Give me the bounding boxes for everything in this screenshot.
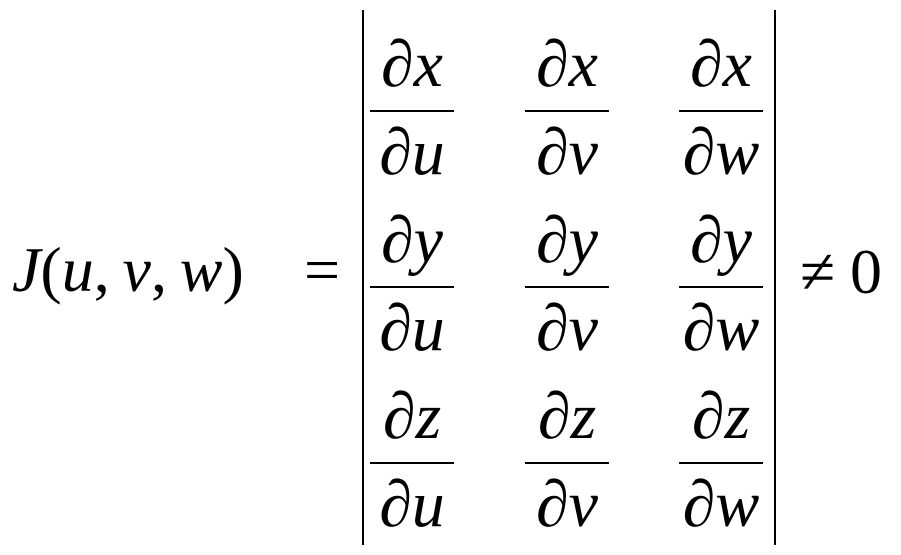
fraction-numerator: ∂x: [381, 28, 443, 101]
equals-sign: =: [304, 234, 341, 305]
fraction-denominator: ∂v: [536, 116, 598, 189]
partial-derivative-fraction: ∂z ∂u: [370, 362, 454, 538]
variable-w: w: [179, 234, 223, 305]
fraction-denominator: ∂u: [379, 116, 445, 189]
fraction-denominator: ∂v: [536, 468, 598, 541]
fraction-bar: [370, 110, 454, 112]
fraction-bar: [679, 462, 763, 464]
fraction-numerator: ∂x: [536, 28, 598, 101]
close-paren: ): [222, 234, 244, 305]
fraction-numerator: ∂y: [381, 204, 443, 277]
fraction-bar: [525, 110, 609, 112]
partial-derivative-fraction: ∂y ∂w: [679, 186, 763, 362]
fraction-bar: [679, 286, 763, 288]
comma: ,: [150, 234, 167, 305]
fraction-bar: [525, 462, 609, 464]
fraction-bar: [679, 110, 763, 112]
variable-v: v: [122, 234, 151, 305]
partial-derivative-fraction: ∂z ∂w: [679, 362, 763, 538]
fraction-denominator: ∂w: [682, 292, 760, 365]
partial-derivative-fraction: ∂z ∂v: [525, 362, 609, 538]
fraction-numerator: ∂z: [691, 380, 751, 453]
zero-value: 0: [850, 236, 882, 307]
jacobian-function: J(u, v, w): [12, 238, 244, 302]
fraction-denominator: ∂u: [379, 468, 445, 541]
fraction-bar: [370, 286, 454, 288]
partial-derivative-fraction: ∂x ∂u: [370, 10, 454, 186]
fraction-numerator: ∂x: [690, 28, 752, 101]
determinant-right-bar: [774, 10, 776, 545]
open-paren: (: [40, 234, 62, 305]
partial-derivative-fraction: ∂x ∂w: [679, 10, 763, 186]
fraction-numerator: ∂z: [537, 380, 597, 453]
fraction-numerator: ∂y: [690, 204, 752, 277]
partial-derivative-fraction: ∂x ∂v: [525, 10, 609, 186]
fraction-denominator: ∂w: [682, 116, 760, 189]
fraction-denominator: ∂v: [536, 292, 598, 365]
not-equal-sign: ≠: [800, 236, 836, 307]
partial-derivative-fraction: ∂y ∂v: [525, 186, 609, 362]
fraction-denominator: ∂u: [379, 292, 445, 365]
function-name: J: [12, 234, 41, 305]
fraction-bar: [525, 286, 609, 288]
determinant-left-bar: [362, 10, 364, 545]
fraction-numerator: ∂z: [382, 380, 442, 453]
fraction-bar: [370, 462, 454, 464]
partial-derivative-fraction: ∂y ∂u: [370, 186, 454, 362]
comma: ,: [93, 234, 110, 305]
fraction-numerator: ∂y: [536, 204, 598, 277]
fraction-denominator: ∂w: [682, 468, 760, 541]
variable-u: u: [61, 234, 94, 305]
